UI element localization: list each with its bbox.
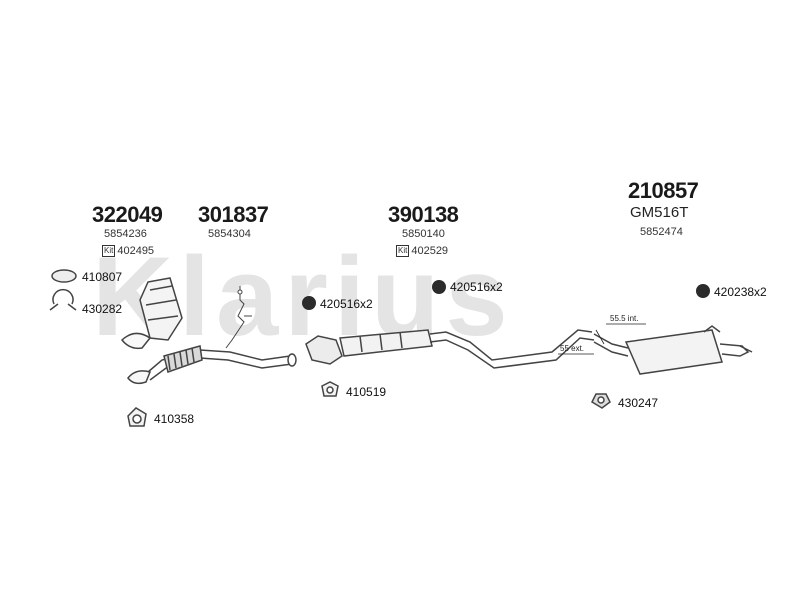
accessory-420516-a: 420516x2 [320, 297, 373, 311]
front-pipe-drawing [127, 345, 297, 385]
oe-number-5854236: 5854236 [104, 228, 147, 240]
accessory-410358: 410358 [154, 412, 195, 426]
accessory-430247: 430247 [618, 396, 659, 410]
dimension-ext: 55 ext. [560, 344, 585, 353]
kit-number: 402529 [411, 245, 449, 257]
part-number-322049: 322049 [92, 202, 163, 227]
dimension-int: 55.5 int. [610, 314, 639, 323]
kit-390138: Kit 402529 [396, 245, 448, 257]
part-number-390138: 390138 [388, 202, 459, 227]
sensor-drawing [225, 286, 252, 349]
accessory-420516-b: 420516x2 [450, 280, 503, 294]
accessory-410807: 410807 [82, 270, 123, 284]
kit-label: Kit [102, 245, 116, 257]
oe-number-5852474: 5852474 [640, 226, 683, 238]
model-code-gm516t: GM516T [630, 204, 689, 221]
kit-label: Kit [396, 245, 410, 257]
accessory-430282: 430282 [82, 302, 123, 316]
oe-number-5850140: 5850140 [402, 228, 445, 240]
clamp-icon [696, 284, 710, 298]
accessory-410519: 410519 [346, 385, 387, 399]
middle-section-drawing [305, 329, 595, 369]
kit-number: 402495 [117, 245, 155, 257]
part-number-301837: 301837 [198, 202, 269, 227]
rear-silencer-drawing [593, 325, 753, 375]
kit-322049: Kit 402495 [102, 245, 154, 257]
catalytic-converter-drawing [120, 277, 183, 350]
clamp-icon [302, 296, 316, 310]
dimension-marks [558, 323, 646, 355]
oe-number-5854304: 5854304 [208, 228, 251, 240]
part-number-210857: 210857 [628, 178, 699, 203]
clamp-icon [432, 280, 446, 294]
accessory-420238: 420238x2 [714, 285, 767, 299]
accessory-icons [49, 269, 611, 427]
